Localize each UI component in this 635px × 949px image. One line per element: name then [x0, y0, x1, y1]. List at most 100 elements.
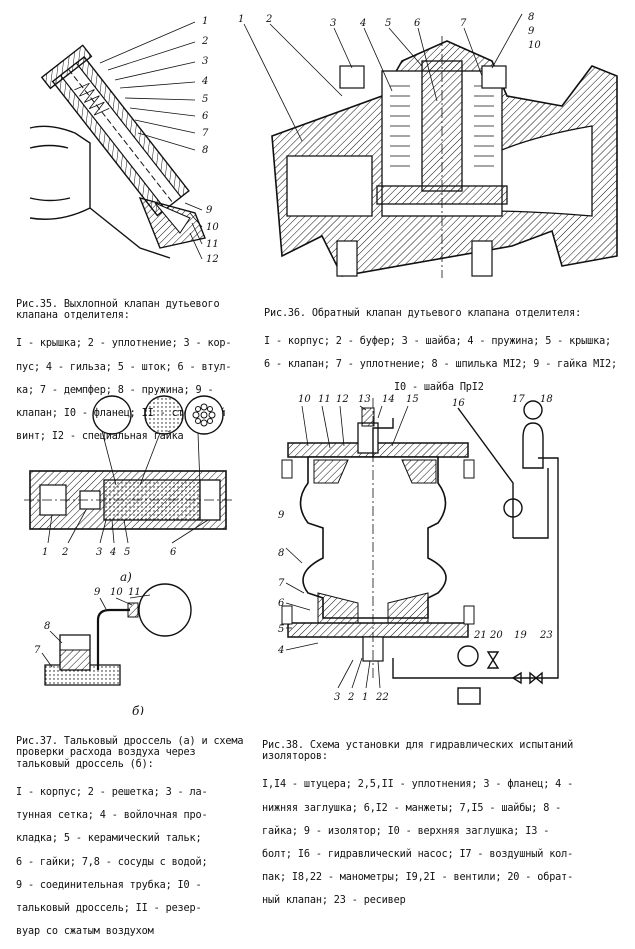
subfigure-a-label: а)	[120, 570, 132, 584]
callout: 23	[539, 630, 553, 641]
legend-line: винт; I2 - специальная гайка	[16, 431, 184, 443]
callout: 5	[385, 18, 391, 29]
fig38-leader-lines	[285, 405, 409, 689]
callout: 1	[362, 692, 368, 703]
legend-line: ный клапан; 23 - ресивер	[262, 895, 406, 907]
callout: 15	[406, 394, 419, 405]
callout: 7	[278, 578, 285, 589]
callout: 6	[170, 547, 177, 558]
callout: 4	[278, 645, 284, 656]
callout: 3	[202, 56, 208, 67]
callout: 18	[540, 394, 553, 405]
callout: 7	[34, 645, 41, 656]
figure-36-caption: Рис.36. Обратный клапан дутьевого клапан…	[264, 296, 632, 405]
callout: 11	[128, 587, 141, 598]
callout: 22	[375, 692, 389, 703]
legend-line: I - крышка; 2 - уплотнение; 3 - кор-	[16, 338, 232, 350]
fig38-callouts: 10 11 12 13 14 15 16 17 18 9 8 7 6 5 4 3…	[278, 394, 553, 703]
callout: 8	[44, 621, 50, 632]
legend-line: кладка; 5 - керамический тальк;	[16, 833, 202, 845]
legend-line: 6 - гайки; 7,8 - сосуды с водой;	[16, 856, 208, 868]
fig37b-callouts: 9 10 11 8 7	[34, 587, 141, 656]
legend-line: I0 - шайба ПрI2	[394, 382, 484, 394]
figure-35-caption: Рис.35. Выхлопной клапан дутьевого клапа…	[16, 287, 241, 454]
legend-line: вуар со сжатым воздухом	[16, 926, 154, 938]
fig35-leader-lines	[99, 21, 203, 260]
legend-line: нижняя заглушка; 6,I2 - манжеты; 7,I5 - …	[262, 802, 562, 814]
fig37-leader-lines	[47, 509, 209, 544]
callout: 4	[201, 76, 208, 87]
callout: 7	[202, 128, 209, 139]
legend-line: 9 - соединительная трубка; I0 -	[16, 879, 202, 891]
callout: 1	[202, 16, 208, 27]
callout: 20	[489, 630, 503, 641]
figure-36-title: Рис.36. Обратный клапан дутьевого клапан…	[264, 307, 582, 319]
fig35-callouts: 1 2 3 4 5 6 7 8 9 10 11 12	[201, 16, 219, 265]
callout: 16	[452, 398, 465, 409]
callout: 8	[278, 548, 284, 559]
callout: 1	[238, 14, 244, 25]
callout: 6	[202, 111, 209, 122]
callout: 10	[110, 587, 123, 598]
callout: 1	[42, 547, 48, 558]
callout: 8	[202, 145, 208, 156]
figure-37-title: Рис.37. Тальковый дроссель (а) и схема п…	[16, 735, 244, 770]
callout: 2	[201, 36, 208, 47]
callout: 2	[265, 14, 272, 25]
callout: 2	[347, 692, 354, 703]
legend-line: I - корпус; 2 - буфер; 3 - шайба; 4 - пр…	[264, 335, 612, 347]
figure-37-caption: Рис.37. Тальковый дроссель (а) и схема п…	[16, 724, 248, 949]
figure-36-drawing: 1 2 3 4 5 6 7 8 9 10	[232, 6, 632, 288]
callout: 5	[202, 94, 208, 105]
callout: 3	[96, 547, 102, 558]
callout: 6	[278, 598, 285, 609]
callout: 14	[382, 394, 395, 405]
callout: 3	[330, 18, 336, 29]
fig36-leader-lines	[243, 13, 523, 142]
figure-35-title: Рис.35. Выхлопной клапан дутьевого клапа…	[16, 298, 220, 322]
callout: 12	[206, 254, 219, 265]
legend-line: пак; I8,22 - манометры; I9,2I - вентили;…	[262, 872, 574, 884]
callout: 8	[528, 12, 534, 23]
figure-38-drawing: 10 11 12 13 14 15 16 17 18 9 8 7 6 5 4 3…	[278, 388, 578, 718]
callout: 3	[334, 692, 340, 703]
callout: 9	[528, 26, 535, 37]
fig37a-callouts: 1 2 3 4 5 6	[42, 547, 177, 558]
callout: 17	[512, 394, 525, 405]
callout: 5	[124, 547, 130, 558]
figure-37-drawing: 1 2 3 4 5 6 а) 9 10 11 8 7 б)	[20, 385, 260, 715]
callout: 10	[206, 222, 219, 233]
subfigure-b-label: б)	[132, 704, 144, 715]
fig36-callouts: 1 2 3 4 5 6 7 8 9 10	[238, 12, 541, 51]
callout: 4	[109, 547, 116, 558]
grid-detail-circles	[92, 395, 224, 486]
legend-line: тунная сетка; 4 - войлочная про-	[16, 810, 208, 822]
figure-35-drawing: 1 2 3 4 5 6 7 8 9 10 11 12	[20, 8, 230, 268]
callout: 4	[359, 18, 366, 29]
legend-line: 6 - клапан; 7 - уплотнение; 8 - шпилька …	[264, 358, 618, 370]
talc-throttle-section	[24, 470, 234, 530]
legend-line: I - корпус; 2 - решетка; 3 - ла-	[16, 786, 208, 798]
legend-line: пус; 4 - гильза; 5 - шток; 6 - втул-	[16, 361, 232, 373]
callout: 11	[318, 394, 331, 405]
legend-line: гайка; 9 - изолятор; I0 - верхняя заглуш…	[262, 825, 550, 837]
callout: 19	[514, 630, 527, 641]
callout: 10	[298, 394, 311, 405]
callout: 13	[358, 394, 371, 405]
callout: 11	[206, 239, 219, 250]
valve-body-drawing	[29, 44, 206, 259]
legend-line: ка; 7 - демпфер; 8 - пружина; 9 -	[16, 384, 214, 396]
legend-line: I,I4 - штуцера; 2,5,II - уплотнения; 3 -…	[262, 779, 574, 791]
hydraulic-circuit	[372, 400, 559, 705]
callout: 21	[473, 630, 487, 641]
callout: 5	[278, 624, 284, 635]
callout: 9	[94, 587, 101, 598]
callout: 10	[528, 40, 541, 51]
callout: 6	[414, 18, 421, 29]
callout: 9	[278, 510, 285, 521]
callout: 7	[460, 18, 467, 29]
air-flow-test-scheme	[41, 583, 192, 686]
figure-38-title: Рис.38. Схема установки для гидравлическ…	[262, 739, 574, 763]
legend-line: тальковый дроссель; II - резер-	[16, 902, 202, 914]
check-valve-body-drawing	[271, 36, 618, 278]
